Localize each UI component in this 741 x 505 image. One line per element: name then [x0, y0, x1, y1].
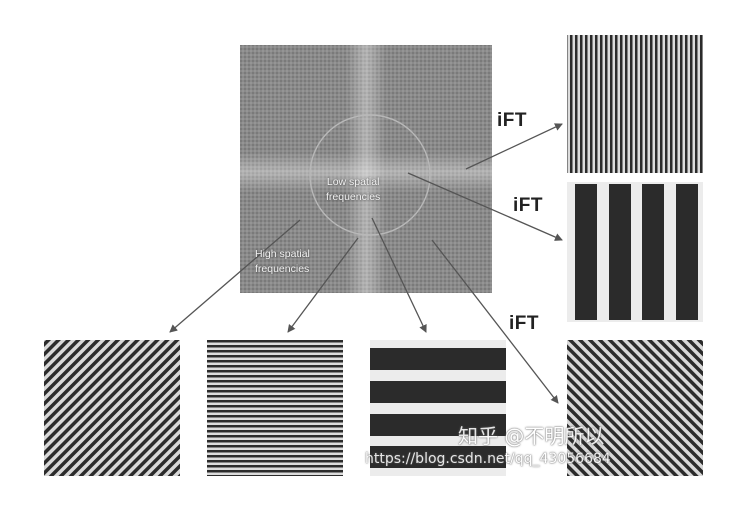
arrow-to-horizontal-coarse	[371, 217, 427, 333]
arrow-to-vertical-fine	[465, 123, 563, 170]
arrow-to-diagonal-right	[431, 239, 559, 404]
ift-label-middle: iFT	[513, 195, 543, 216]
low-frequency-line1: Low spatial	[326, 176, 380, 188]
low-frequency-line2: frequencies	[326, 191, 381, 203]
low-frequency-label: Low spatial frequencies	[326, 175, 380, 205]
high-frequency-line2: frequencies	[255, 263, 310, 275]
stripes-vertical-coarse	[567, 182, 703, 322]
arrow-to-diagonal-left	[169, 219, 301, 333]
arrow-to-horizontal-fine	[287, 237, 359, 333]
ift-label-top: iFT	[497, 110, 527, 131]
watermark-author: 知乎 @不明所以	[458, 424, 605, 448]
stripes-horizontal-coarse	[370, 340, 506, 476]
stripes-horizontal-fine	[207, 340, 343, 476]
watermark-url: https://blog.csdn.net/qq_43056684	[365, 451, 611, 467]
frequency-spectrum	[240, 45, 492, 293]
stripes-diagonal-left	[44, 340, 180, 476]
high-frequency-line1: High spatial	[255, 248, 310, 260]
high-frequency-label: High spatial frequencies	[255, 247, 310, 277]
arrow-to-vertical-coarse	[407, 172, 563, 241]
stripes-vertical-fine	[567, 35, 703, 173]
ift-label-bottom: iFT	[509, 313, 539, 334]
stripes-diagonal-right	[567, 340, 703, 476]
arrows	[169, 123, 563, 404]
